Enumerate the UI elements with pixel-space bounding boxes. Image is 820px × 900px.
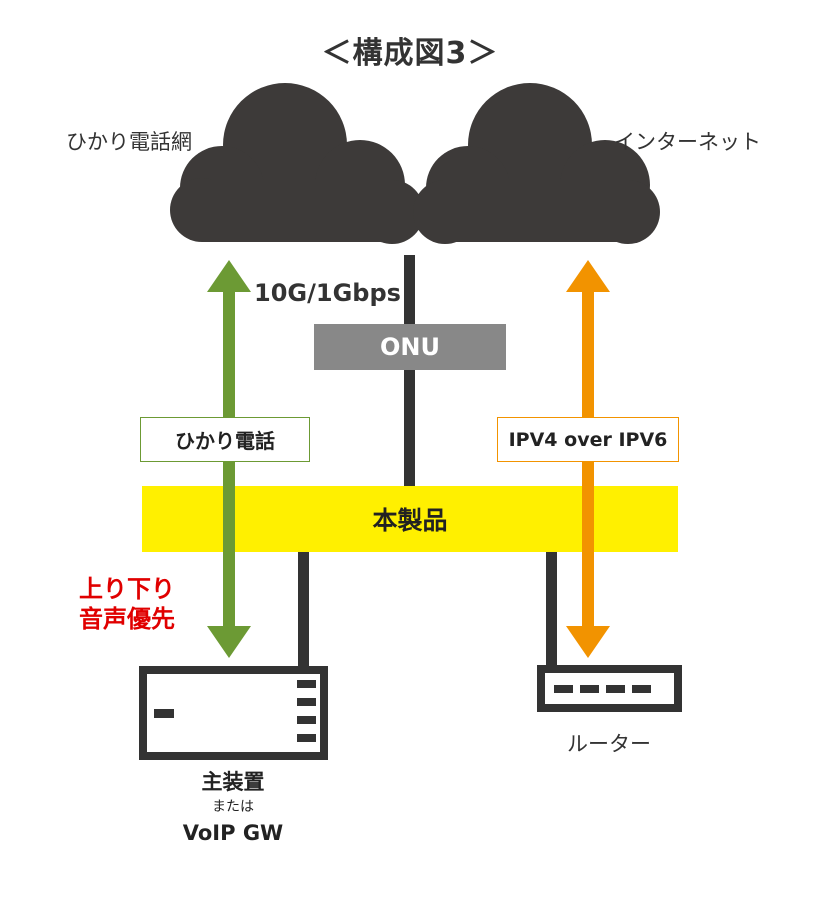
hikari-denwa-box: ひかり電話 <box>140 417 310 462</box>
main-device-line2: または <box>212 799 254 815</box>
internet-label: インターネット <box>614 130 761 154</box>
voice-priority-line2: 音声優先 <box>79 605 175 633</box>
hikari-denwa-label: ひかり電話 <box>175 429 275 453</box>
diagram-title: ＜構成図3＞ <box>321 36 499 71</box>
router-label: ルーター <box>567 732 651 756</box>
voice-priority-text: 上り下り 音声優先 <box>62 574 192 634</box>
main-device-label: 主装置 または VoIP GW <box>133 768 333 848</box>
main-device-line1: 主装置 <box>201 770 265 794</box>
voice-priority-line1: 上り下り <box>79 575 175 603</box>
onu-label: ONU <box>380 333 440 361</box>
router-icon <box>537 665 682 712</box>
ipv4-over-ipv6-label: IPV4 over IPV6 <box>508 428 668 451</box>
left-cloud-icon <box>170 83 424 244</box>
ipv4-over-ipv6-box: IPV4 over IPV6 <box>497 417 679 462</box>
product-label: 本製品 <box>372 506 448 535</box>
router-connection-line <box>546 550 557 668</box>
hikari-network-label: ひかり電話網 <box>66 130 192 154</box>
right-cloud-icon <box>413 83 660 244</box>
center-connection-line <box>404 255 415 490</box>
main-device-connection-line <box>298 550 309 668</box>
onu-box: ONU <box>314 324 506 370</box>
speed-label: 10G/1Gbps <box>254 279 401 307</box>
main-device-line3: VoIP GW <box>182 821 284 845</box>
main-device-icon <box>139 666 328 760</box>
